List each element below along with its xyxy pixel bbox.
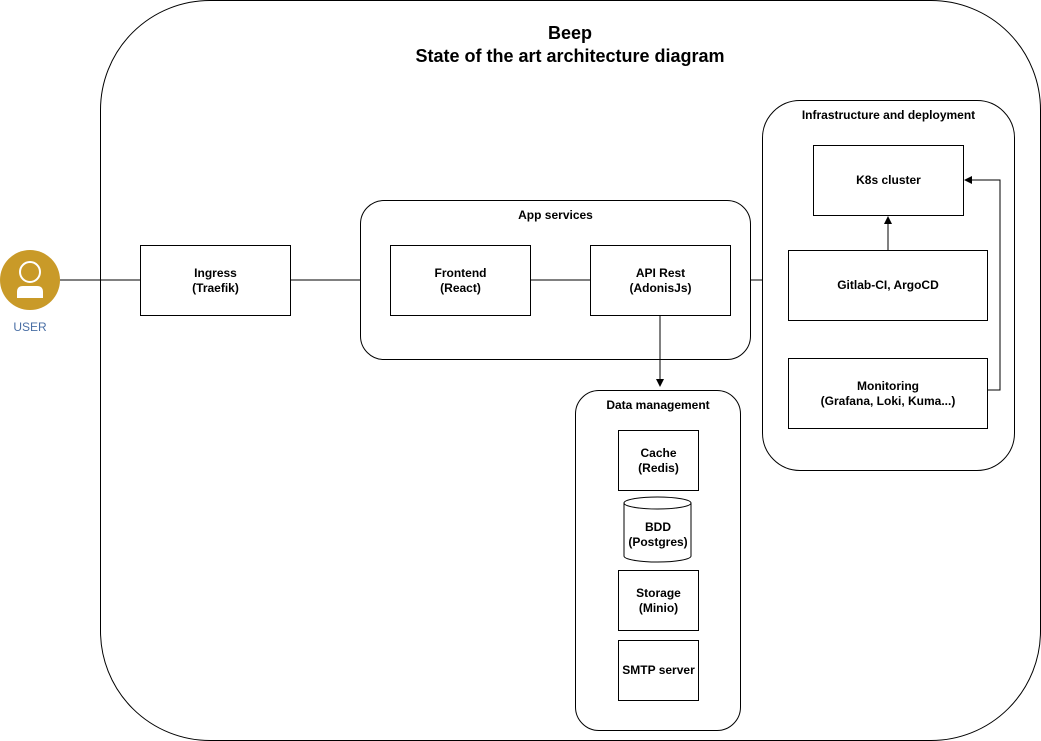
diagram-title-block: Beep State of the art architecture diagr… bbox=[330, 22, 810, 68]
gitlab-label: Gitlab-CI, ArgoCD bbox=[837, 278, 939, 292]
edge-monitoring-k8s bbox=[964, 176, 1001, 391]
cache-label: Cache bbox=[640, 445, 677, 460]
user-icon bbox=[0, 250, 60, 310]
ingress-sublabel: (Traefik) bbox=[192, 280, 239, 295]
database-cylinder-icon bbox=[623, 496, 692, 563]
infrastructure-title: Infrastructure and deployment bbox=[801, 108, 976, 122]
storage-label: Storage bbox=[636, 585, 681, 600]
api-sublabel: (AdonisJs) bbox=[629, 280, 692, 295]
api-label: API Rest bbox=[635, 265, 686, 280]
gitlab-node: Gitlab-CI, ArgoCD bbox=[788, 250, 988, 321]
smtp-node: SMTP server bbox=[618, 640, 699, 701]
cache-sublabel: (Redis) bbox=[638, 460, 679, 475]
cache-node: Cache (Redis) bbox=[618, 430, 699, 491]
monitoring-sublabel: (Grafana, Loki, Kuma...) bbox=[820, 393, 956, 408]
frontend-node: Frontend (React) bbox=[390, 245, 531, 316]
user-label: USER bbox=[13, 320, 47, 334]
bdd-sublabel: (Postgres) bbox=[628, 535, 688, 549]
frontend-sublabel: (React) bbox=[440, 280, 481, 295]
user-avatar bbox=[0, 250, 60, 310]
bdd-label: BDD bbox=[645, 520, 671, 534]
monitoring-node: Monitoring (Grafana, Loki, Kuma...) bbox=[788, 358, 988, 429]
app-services-title: App services bbox=[518, 208, 593, 222]
storage-node: Storage (Minio) bbox=[618, 570, 699, 631]
storage-sublabel: (Minio) bbox=[638, 600, 679, 615]
smtp-label: SMTP server bbox=[622, 663, 695, 677]
frontend-label: Frontend bbox=[434, 265, 487, 280]
bdd-node: BDD (Postgres) bbox=[623, 496, 693, 564]
diagram-subtitle: State of the art architecture diagram bbox=[415, 46, 725, 66]
ingress-node: Ingress (Traefik) bbox=[140, 245, 291, 316]
api-node: API Rest (AdonisJs) bbox=[590, 245, 731, 316]
k8s-label: K8s cluster bbox=[856, 173, 921, 187]
k8s-node: K8s cluster bbox=[813, 145, 964, 216]
data-management-title: Data management bbox=[606, 398, 710, 412]
monitoring-label: Monitoring bbox=[857, 378, 919, 393]
diagram-title: Beep bbox=[547, 23, 592, 43]
ingress-label: Ingress bbox=[194, 265, 237, 280]
